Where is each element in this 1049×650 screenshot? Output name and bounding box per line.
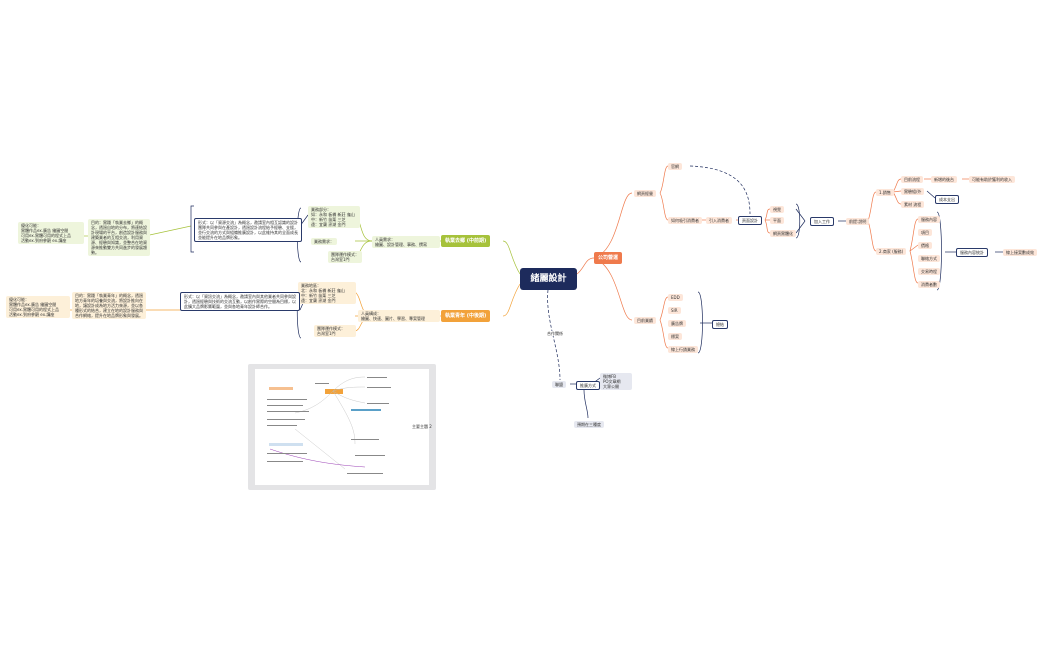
embedded-image-content xyxy=(255,369,429,485)
node-retail-item[interactable]: 項目 xyxy=(918,229,932,236)
embedded-image[interactable] xyxy=(248,364,436,490)
node-retail-item[interactable]: 聯絡方式 xyxy=(918,255,940,262)
node-sale-item[interactable]: 實驗組/外 xyxy=(901,188,925,195)
node-incoming[interactable]: 引入消費者 xyxy=(706,217,732,224)
node-retail-item[interactable]: 價格 xyxy=(918,242,932,249)
node-team-old-far[interactable]: 優化可能： 實體作品ex.廣告 繪圖空間 可用ex.實體可用的程式上品 活動ex… xyxy=(18,222,84,244)
image-caption: 主要主題 2 xyxy=(412,424,432,429)
node-retail-item[interactable]: 消費者數 xyxy=(918,281,940,288)
root-topic[interactable]: 緒麗設計 xyxy=(520,268,577,290)
node-team-old-ops[interactable]: 團隊運作模式： 台灣室1門 xyxy=(328,251,362,263)
node-team-old-desc[interactable]: 形式：以「資源交流」為概念，邀請室內相互認識的設計團隊共同參與在產設計，透過設計… xyxy=(194,218,302,242)
node-join[interactable]: 加入工作 xyxy=(810,217,834,226)
node-team-new-far[interactable]: 優化可能： 實體作品ex.廣告 繪圖空間 可用ex.實體可用的程式上品 活動ex… xyxy=(6,296,70,318)
node-sale-cost[interactable]: 成本支出 xyxy=(935,195,959,204)
node-partner[interactable]: 聯盟 xyxy=(552,381,566,388)
node-web[interactable]: 網頁經營 xyxy=(634,190,656,197)
node-design-item[interactable]: 網頁實體化 xyxy=(770,230,796,237)
node-design-item[interactable]: 視覺 xyxy=(770,206,784,213)
node-vision[interactable]: 目前業績 xyxy=(634,317,656,324)
node-design-item[interactable]: 平面 xyxy=(770,217,784,224)
node-retail-item[interactable]: 服務內容 xyxy=(918,216,940,223)
node-team-new-people[interactable]: 人員構成： 繪圖、快速、圖片、學習、專案管理 xyxy=(358,310,440,322)
node-team-old-note[interactable]: 業務需求： xyxy=(311,238,337,245)
node-member-talk[interactable]: 前提:說明 xyxy=(846,218,870,225)
embedded-mindmap-thumbnail xyxy=(267,376,391,474)
node-sale-item[interactable]: 目前流程 xyxy=(901,176,923,183)
node-retail[interactable]: 2.商家 (服務) xyxy=(876,248,907,255)
label-cooperate: 合作關係 xyxy=(545,331,565,336)
node-vision-item[interactable]: 線上行銷業務 xyxy=(668,346,698,353)
node-expect[interactable]: 預期在三種度 xyxy=(574,421,604,428)
promo-item: 大眾公開 xyxy=(603,384,619,389)
node-sale-item[interactable]: 素材 流程 xyxy=(901,201,925,208)
node-vision-item[interactable]: 標案 xyxy=(668,333,682,340)
node-team-old-target[interactable]: 業務部分： 如：永和 板橋 新莊 龜山 中：新竹 苗栗 三芝 遠：宜蘭 澎湖 金… xyxy=(308,206,360,228)
node-vision-item[interactable]: SIR xyxy=(668,307,681,314)
node-promo[interactable]: 推廣方式 xyxy=(576,381,600,390)
promo-item: PO文章網 xyxy=(603,379,621,384)
branch-company[interactable]: 公司營運 xyxy=(594,252,623,264)
node-vision-item[interactable]: 廣告牌 xyxy=(668,320,686,327)
node-sale-next[interactable]: 新增的後台 xyxy=(931,176,957,183)
node-retail-result[interactable]: 線上接案數成效 xyxy=(1003,249,1037,256)
node-design[interactable]: 頁面設計 xyxy=(738,216,762,225)
node-sale-goal[interactable]: 可能有助於獲利的收入 xyxy=(969,176,1015,183)
node-retail-item[interactable]: 交易時程 xyxy=(918,268,940,275)
branch-team-old[interactable]: 執業去鄉 (中前期) xyxy=(441,235,491,247)
node-official[interactable]: 官網 xyxy=(668,163,682,170)
node-vision-summary[interactable]: 總結 xyxy=(712,320,728,329)
promo-item: 微博FB xyxy=(603,374,617,379)
branch-team-new[interactable]: 執業青年 (中後期) xyxy=(441,310,491,322)
node-team-new-ops[interactable]: 團隊運作模式： 台灣室1門 xyxy=(314,325,356,337)
node-team-old-goal[interactable]: 目的：實踐「執業去鄉」的概念，透過自地的分布，將連結設計現場的平台，創造設計服務… xyxy=(88,219,150,256)
node-team-old-people[interactable]: 人員需求： 繪圖、設計管理、事務、撰寫 xyxy=(372,236,440,248)
node-sale[interactable]: 1.銷售 xyxy=(876,189,894,196)
node-promo-items[interactable]: 微博FB PO文章網 大眾公開 xyxy=(600,373,632,390)
node-team-new-target[interactable]: 業務地區： 北：永和 板橋 新莊 龜山 中：新竹 苗栗 三芝 遠：宜蘭 澎湖 金… xyxy=(298,282,356,304)
node-team-new-goal[interactable]: 目的：實踐「執業青年」的概念，透過地方青年的培養與交流，將設計推向在地，讓設計成… xyxy=(72,292,146,319)
node-vision-item[interactable]: EDD xyxy=(668,294,683,301)
node-team-new-desc[interactable]: 形式：以「資訊交流」為概念，邀請室內與其他業者共同參與設計，透過經驗與技術的交流… xyxy=(180,292,300,311)
node-web-sub[interactable]: 如何吸引消費者 xyxy=(668,217,702,224)
node-retail-target[interactable]: 服務內容統計 xyxy=(956,248,988,257)
